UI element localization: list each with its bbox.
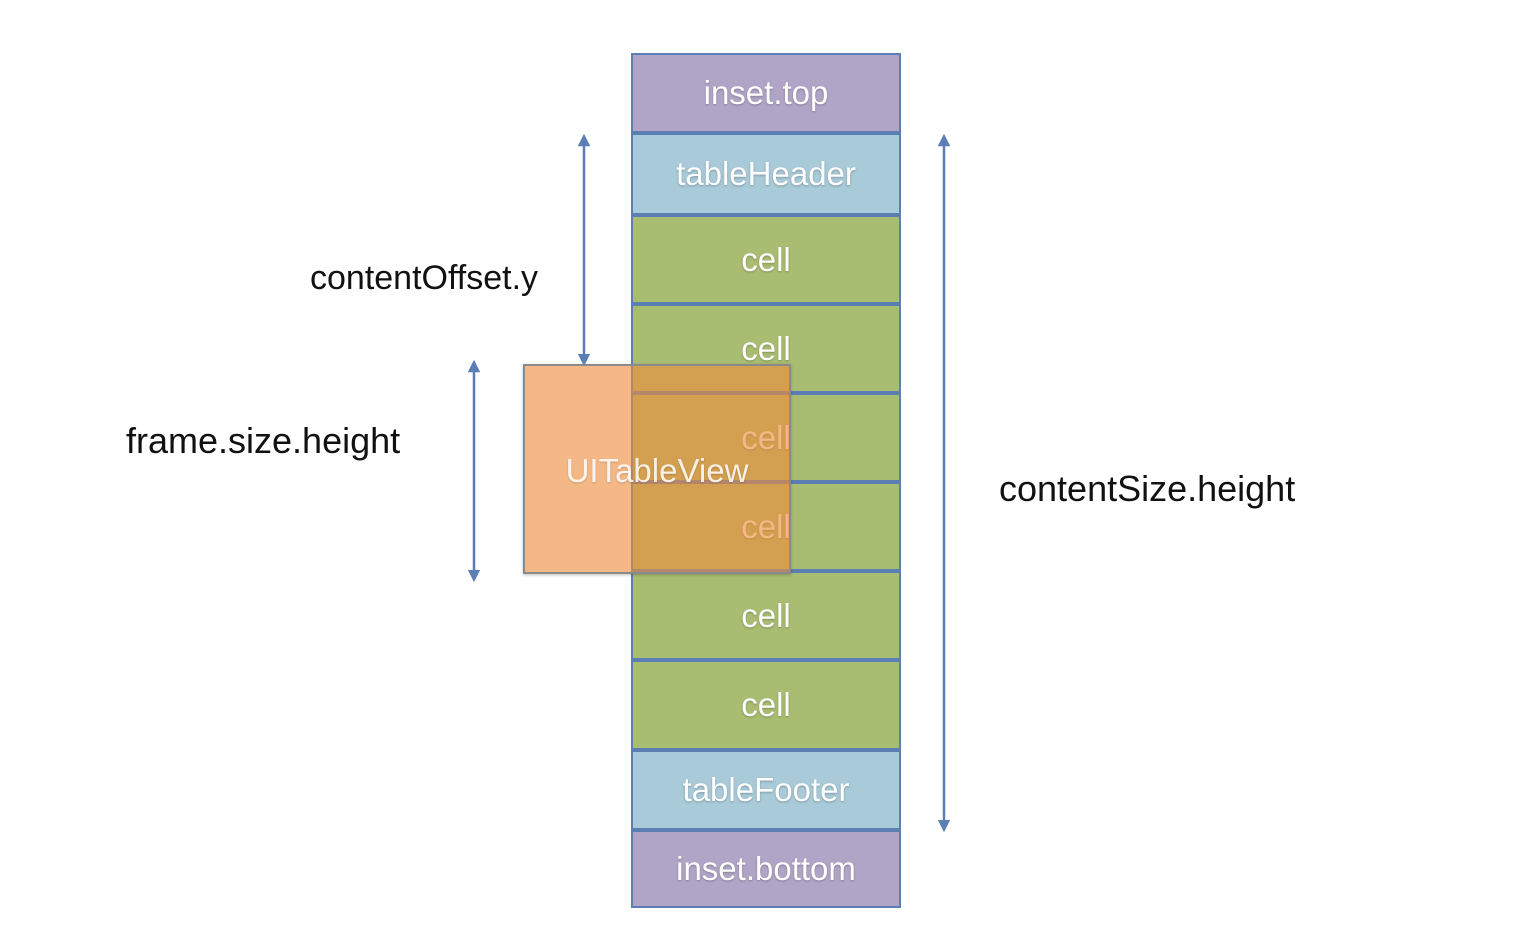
cell-block: cell (631, 571, 901, 660)
table-header-block: tableHeader (631, 133, 901, 215)
table-footer-block: tableFooter (631, 750, 901, 830)
content-size-label: contentSize.height (999, 468, 1296, 509)
table-header-label: tableHeader (676, 155, 856, 192)
frame-height-label: frame.size.height (126, 420, 401, 461)
inset-top-label: inset.top (703, 74, 829, 111)
cell-block: cell (631, 215, 901, 304)
inset-bottom-label: inset.bottom (676, 850, 856, 887)
content-offset-label: contentOffset.y (310, 259, 539, 297)
table-footer-label: tableFooter (682, 771, 850, 808)
cell-label: cell (741, 596, 791, 634)
cell-block: cell (631, 660, 901, 750)
table-view-frame (523, 364, 791, 574)
cell-label: cell (741, 329, 791, 367)
table-view-label: UITableView (565, 452, 749, 489)
inset-bottom-block: inset.bottom (631, 830, 901, 908)
cell-label: cell (741, 240, 791, 278)
inset-top-block: inset.top (631, 53, 901, 133)
cell-label: cell (741, 686, 791, 723)
